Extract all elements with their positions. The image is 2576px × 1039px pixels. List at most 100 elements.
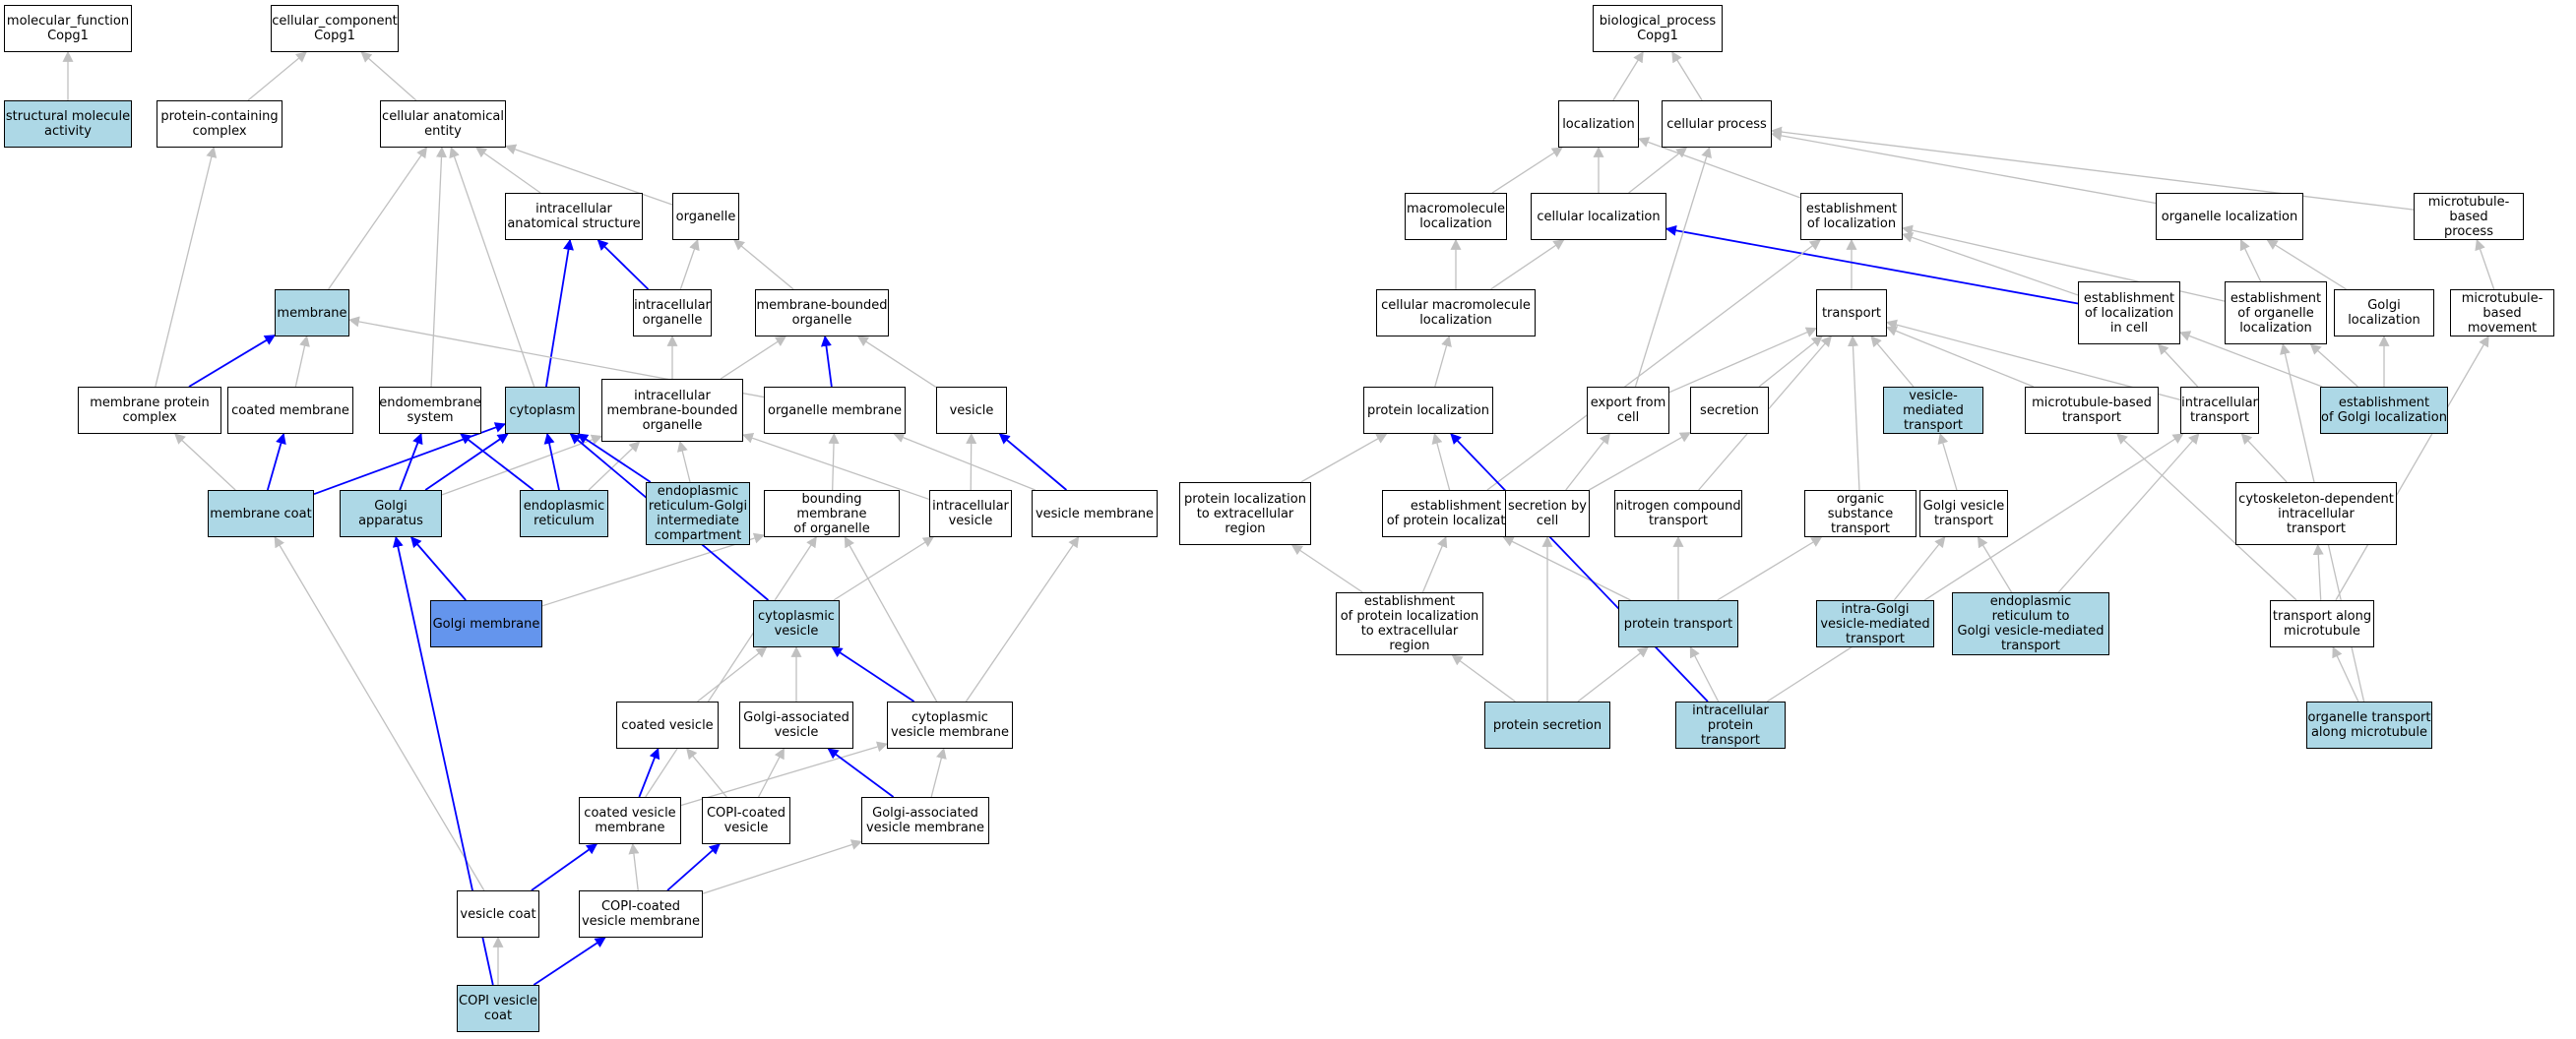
node-sma[interactable]: structural molecule activity [4, 100, 132, 148]
node-label: protein localization to extracellular re… [1184, 491, 1306, 536]
node-org[interactable]: organelle [672, 193, 739, 240]
edge-mc-to-cyt [313, 422, 507, 496]
node-label: structural molecule activity [5, 109, 131, 139]
edge-ipt-to-pt [1689, 646, 1720, 703]
node-mbo[interactable]: membrane-bounded organelle [755, 289, 889, 336]
node-cvm[interactable]: cytoplasmic vesicle membrane [887, 702, 1013, 749]
node-om[interactable]: organelle membrane [764, 387, 906, 434]
node-mml[interactable]: macromolecule localization [1405, 193, 1507, 240]
node-it[interactable]: intracellular transport [2180, 387, 2259, 434]
node-ves[interactable]: vesicle [936, 387, 1007, 434]
edge-covm-to-bmo [645, 536, 817, 798]
node-cm[interactable]: coated membrane [227, 387, 353, 434]
node-es[interactable]: endomembrane system [379, 387, 481, 434]
node-cov[interactable]: coated vesicle [616, 702, 719, 749]
node-vc[interactable]: vesicle coat [457, 890, 539, 938]
node-nct[interactable]: nitrogen compound transport [1614, 490, 1742, 537]
node-pt[interactable]: protein transport [1618, 600, 1738, 647]
node-label: membrane [277, 305, 347, 321]
edge-gavm-to-gav [827, 748, 895, 798]
node-ga[interactable]: Golgi apparatus [340, 490, 442, 537]
node-gav[interactable]: Golgi-associated vesicle [739, 702, 853, 749]
node-gl[interactable]: Golgi localization [2334, 289, 2434, 336]
node-mbm[interactable]: microtubule-based movement [2450, 289, 2554, 336]
node-label: intracellular protein transport [1692, 703, 1769, 748]
node-sbc[interactable]: secretion by cell [1505, 490, 1590, 537]
node-copivc[interactable]: COPI vesicle coat [457, 985, 539, 1032]
node-efc[interactable]: export from cell [1587, 387, 1669, 434]
edge-org-to-cae [504, 144, 673, 206]
node-mbt[interactable]: microtubule-based transport [2025, 387, 2159, 434]
node-mpc[interactable]: membrane protein complex [78, 387, 221, 434]
node-tam[interactable]: transport along microtubule [2270, 600, 2374, 647]
node-ol[interactable]: organelle localization [2156, 193, 2303, 240]
node-ipt[interactable]: intracellular protein transport [1675, 702, 1786, 749]
node-copiv[interactable]: COPI-coated vesicle [702, 797, 790, 844]
node-covm[interactable]: coated vesicle membrane [579, 797, 681, 844]
node-mbp[interactable]: microtubule-based process [2414, 193, 2524, 240]
node-eool[interactable]: establishment of organelle localization [2225, 281, 2327, 344]
edge-epler-to-epl [1421, 535, 1448, 593]
node-eol[interactable]: establishment of localization [1800, 193, 1903, 240]
node-cmml[interactable]: cellular macromolecule localization [1376, 289, 1536, 336]
edge-otam-to-tam [2332, 646, 2359, 703]
node-label: cellular anatomical entity [382, 109, 504, 139]
node-io[interactable]: intracellular organelle [633, 289, 712, 336]
node-igvt[interactable]: intra-Golgi vesicle-mediated transport [1816, 600, 1934, 647]
edge-vm-to-ves [998, 433, 1068, 491]
edge-copivm-to-copiv [666, 843, 721, 891]
node-eolc[interactable]: establishment of localization in cell [2078, 281, 2180, 344]
node-iv[interactable]: intracellular vesicle [929, 490, 1012, 537]
node-label: establishment of protein localization to… [1340, 594, 1479, 653]
node-cp[interactable]: cellular process [1662, 100, 1772, 148]
node-pl[interactable]: protein localization [1363, 387, 1493, 434]
node-cyt[interactable]: cytoplasm [505, 387, 580, 434]
node-bmo[interactable]: bounding membrane of organelle [764, 490, 900, 537]
node-ps[interactable]: protein secretion [1484, 702, 1610, 749]
node-ergic[interactable]: endoplasmic reticulum-Golgi intermediate… [646, 482, 750, 545]
node-mf[interactable]: molecular_function Copg1 [4, 5, 132, 52]
node-pler[interactable]: protein localization to extracellular re… [1179, 482, 1311, 545]
edge-copiv-to-cov [686, 748, 727, 798]
node-vm[interactable]: vesicle membrane [1032, 490, 1158, 537]
node-label: cytoplasmic vesicle membrane [890, 710, 1010, 740]
node-vmt[interactable]: vesicle-mediated transport [1883, 387, 1983, 434]
node-gvt[interactable]: Golgi vesicle transport [1919, 490, 2008, 537]
node-cae[interactable]: cellular anatomical entity [380, 100, 506, 148]
node-label: COPI vesicle coat [459, 994, 537, 1023]
node-imbo[interactable]: intracellular membrane-bounded organelle [601, 379, 743, 442]
node-bp[interactable]: biological_process Copg1 [1593, 5, 1723, 52]
edge-mc-to-mpc [174, 433, 236, 491]
node-copivm[interactable]: COPI-coated vesicle membrane [579, 890, 703, 938]
node-mem[interactable]: membrane [275, 289, 349, 336]
node-cc[interactable]: cellular_component Copg1 [271, 5, 399, 52]
node-cl[interactable]: cellular localization [1531, 193, 1666, 240]
node-cv[interactable]: cytoplasmic vesicle [753, 600, 840, 647]
node-cdit[interactable]: cytoskeleton-dependent intracellular tra… [2235, 482, 2397, 545]
node-ias[interactable]: intracellular anatomical structure [505, 193, 643, 240]
edge-cm-to-mem [294, 335, 310, 388]
node-epler[interactable]: establishment of protein localization to… [1336, 592, 1483, 655]
node-label: intracellular transport [2181, 396, 2258, 425]
node-egl[interactable]: establishment of Golgi localization [2320, 387, 2448, 434]
node-label: cytoplasm [509, 402, 576, 418]
node-sec[interactable]: secretion [1690, 387, 1769, 434]
node-gavm[interactable]: Golgi-associated vesicle membrane [861, 797, 989, 844]
edge-egl-to-eool [2309, 343, 2358, 388]
node-otam[interactable]: organelle transport along microtubule [2306, 702, 2432, 749]
node-mc[interactable]: membrane coat [208, 490, 314, 537]
edge-er-to-cyt [543, 432, 560, 491]
node-label: Golgi apparatus [358, 499, 423, 528]
node-label: macromolecule localization [1406, 202, 1505, 231]
node-label: establishment of localization [1805, 202, 1898, 231]
node-tr[interactable]: transport [1816, 289, 1887, 336]
node-label: intra-Golgi vesicle-mediated transport [1820, 601, 1930, 646]
node-loc[interactable]: localization [1558, 100, 1639, 148]
node-ost[interactable]: organic substance transport [1804, 490, 1916, 537]
node-ertg[interactable]: endoplasmic reticulum to Golgi vesicle-m… [1952, 592, 2109, 655]
edge-cvm-to-bmo [844, 536, 938, 703]
node-gm[interactable]: Golgi membrane [430, 600, 542, 647]
node-pcc[interactable]: protein-containing complex [157, 100, 283, 148]
edge-iv-to-imbo [741, 432, 930, 501]
node-er[interactable]: endoplasmic reticulum [520, 490, 608, 537]
